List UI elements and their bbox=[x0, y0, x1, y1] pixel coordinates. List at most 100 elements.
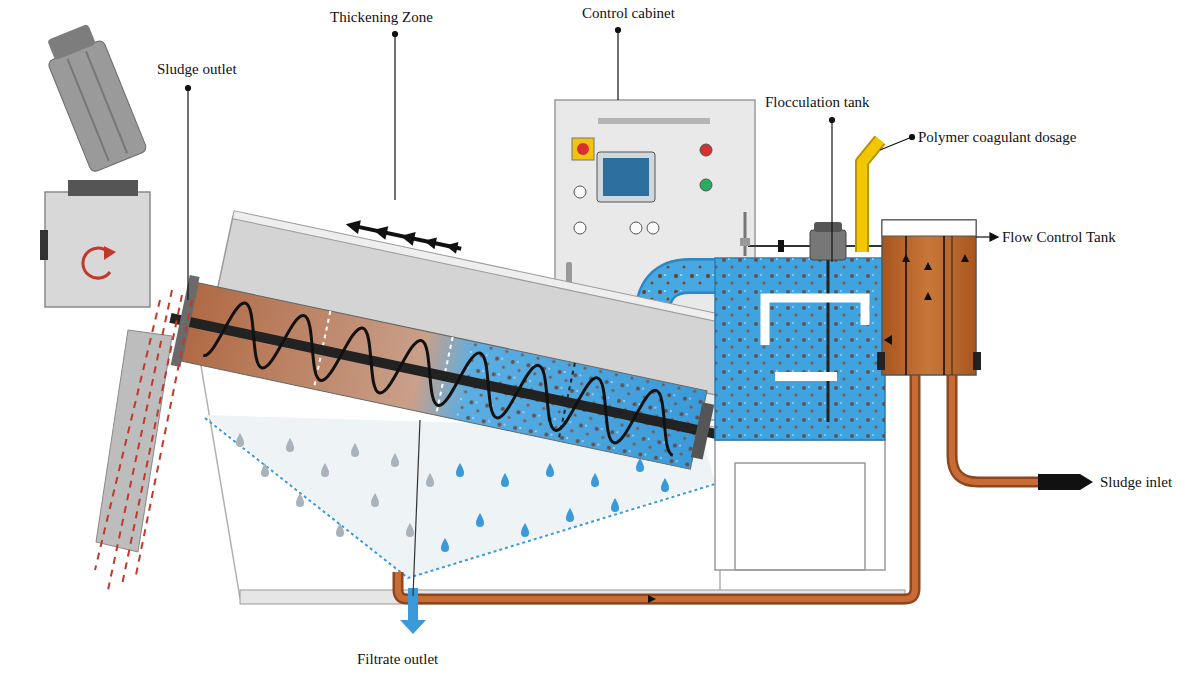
water-drop bbox=[286, 438, 294, 452]
motor bbox=[40, 21, 148, 173]
dosing-pipe bbox=[862, 140, 880, 252]
flow-tank-top bbox=[882, 220, 976, 236]
water-drop bbox=[426, 473, 434, 487]
part-label: Sludge outlet bbox=[157, 60, 237, 78]
water-drops-grey bbox=[236, 433, 434, 537]
flow-arrowhead bbox=[924, 262, 932, 270]
screen-frame bbox=[597, 152, 655, 202]
leader-dot bbox=[910, 135, 915, 140]
water-drops-blue bbox=[441, 458, 669, 552]
weir-plate bbox=[943, 236, 945, 375]
water-drop bbox=[501, 473, 509, 487]
flow-arrowhead bbox=[444, 240, 458, 254]
cake-stream bbox=[136, 300, 192, 575]
flow-arrowhead bbox=[399, 229, 416, 246]
leader-line bbox=[187, 88, 188, 300]
water-drop bbox=[521, 523, 529, 537]
water-drop bbox=[591, 473, 599, 487]
water-drop bbox=[636, 458, 644, 472]
flow-arrowhead bbox=[423, 235, 437, 249]
leader-dot bbox=[186, 86, 191, 91]
water-drop bbox=[261, 463, 269, 477]
mixer-shaft bbox=[827, 260, 830, 422]
drive-unit bbox=[40, 21, 150, 307]
tank-flocs bbox=[715, 258, 885, 440]
mixer-paddle bbox=[765, 298, 832, 345]
water-drop bbox=[351, 443, 359, 457]
leader-line bbox=[617, 30, 618, 100]
part-label: Filtrate outlet bbox=[357, 650, 438, 668]
part-label: Control cabinet bbox=[582, 4, 675, 22]
part-label: Flocculation tank bbox=[765, 93, 870, 111]
sludge-cake bbox=[95, 290, 192, 590]
tank-stand bbox=[715, 440, 885, 570]
flow-control-tank bbox=[877, 220, 981, 375]
flow-arrowhead bbox=[961, 254, 969, 262]
inlet-pipe bbox=[952, 372, 1040, 482]
water-drop bbox=[566, 508, 574, 522]
mixer-motor-cap bbox=[814, 222, 842, 232]
water-drop bbox=[441, 538, 449, 552]
flow-tank-body bbox=[882, 220, 976, 375]
flow-direction bbox=[354, 226, 462, 249]
inlet-pipe-inner bbox=[952, 372, 1040, 482]
leader-dot bbox=[393, 32, 398, 37]
leader-line bbox=[413, 420, 420, 596]
leader-dot bbox=[616, 28, 621, 33]
water-drop bbox=[296, 493, 304, 507]
rotation-arrowhead bbox=[104, 246, 116, 260]
part-label: Flow Control Tank bbox=[1002, 228, 1116, 246]
filtrate-arrowhead bbox=[400, 620, 426, 634]
leader-line bbox=[880, 137, 912, 150]
flow-arrowhead bbox=[344, 217, 361, 234]
motor-fin bbox=[68, 59, 109, 161]
flow-arrowhead bbox=[924, 292, 932, 300]
flow-arrowhead bbox=[884, 335, 892, 345]
part-label: Thickening Zone bbox=[330, 8, 433, 26]
main-switch bbox=[572, 138, 594, 160]
tank-bracket bbox=[973, 352, 981, 370]
water-drop bbox=[391, 453, 399, 467]
water-drop bbox=[611, 498, 619, 512]
water-drop bbox=[456, 463, 464, 477]
rail-block bbox=[778, 240, 784, 252]
door-handle bbox=[566, 262, 572, 284]
mixer-paddle bbox=[832, 298, 865, 325]
probe-head bbox=[740, 238, 750, 246]
leader-line bbox=[831, 120, 832, 262]
flow-arrowhead bbox=[902, 254, 910, 262]
level-probe bbox=[744, 212, 747, 256]
screw-flight bbox=[203, 297, 685, 455]
water-drop bbox=[661, 478, 669, 492]
control-knob bbox=[647, 222, 659, 234]
part-label: Sludge inlet bbox=[1100, 473, 1172, 491]
dosing-pipe-edge bbox=[862, 140, 880, 252]
leader-arrowhead bbox=[990, 233, 998, 241]
tank-stand-opening bbox=[735, 463, 865, 570]
motor-fin bbox=[86, 51, 127, 153]
outlet-flange bbox=[171, 275, 200, 367]
leader-lines bbox=[186, 28, 999, 597]
water-drop bbox=[546, 463, 554, 477]
gauge bbox=[574, 186, 586, 198]
gearbox bbox=[45, 192, 150, 307]
cabinet-slot bbox=[598, 118, 710, 124]
screw-press bbox=[161, 186, 746, 479]
gearbox-latch bbox=[40, 230, 48, 260]
water-drop bbox=[321, 463, 329, 477]
water-drop bbox=[406, 523, 414, 537]
indicator-light bbox=[700, 179, 712, 191]
cake-stream bbox=[95, 300, 160, 570]
mixer-motor bbox=[810, 230, 846, 260]
weir-plate bbox=[952, 236, 953, 375]
control-knob bbox=[630, 222, 642, 234]
flow-arrowhead bbox=[372, 223, 389, 240]
water-drop bbox=[236, 433, 244, 447]
screen bbox=[603, 158, 649, 196]
mixer-blade bbox=[775, 372, 837, 381]
indicator-light bbox=[700, 144, 712, 156]
tank-bracket bbox=[877, 352, 885, 370]
